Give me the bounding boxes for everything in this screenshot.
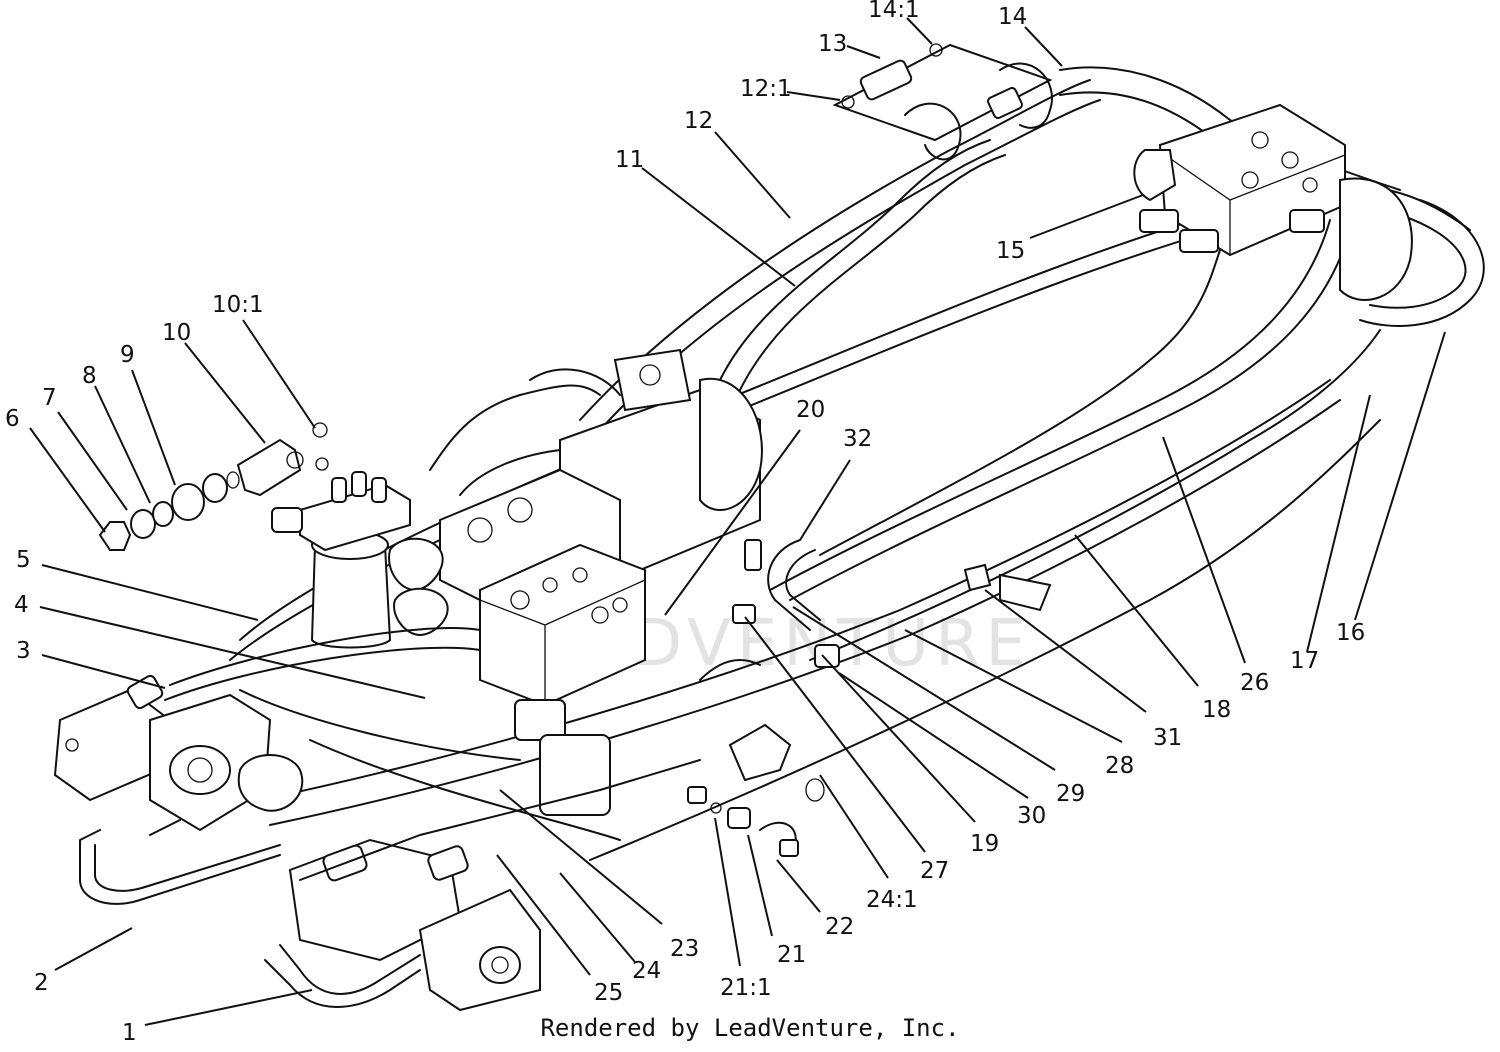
hydraulic-line-12 (579, 79, 1101, 431)
callout-5: 5 (16, 547, 31, 573)
callout-20: 20 (796, 397, 825, 423)
callout-9: 9 (120, 342, 135, 368)
hydraulic-line-28 (809, 329, 1381, 661)
callout-21-1: 21:1 (720, 975, 772, 1001)
render-credit: Rendered by LeadVenture, Inc. (540, 1014, 960, 1042)
callout-16: 16 (1336, 620, 1365, 646)
callout-7: 7 (42, 385, 57, 411)
callout-18: 18 (1202, 697, 1231, 723)
valve-manifold-right (1133, 103, 1413, 301)
callout-17: 17 (1290, 648, 1319, 674)
motor-assembly-bottom (288, 838, 541, 1012)
callout-3: 3 (16, 638, 31, 664)
callout-30: 30 (1017, 803, 1046, 829)
callout-4: 4 (14, 592, 29, 618)
fittings-bottom (687, 723, 825, 857)
callout-31: 31 (1153, 725, 1182, 751)
callout-6: 6 (5, 406, 20, 432)
callout-12: 12 (684, 108, 713, 134)
callout-22: 22 (825, 914, 854, 940)
callout-14-1: 14:1 (868, 0, 920, 23)
callout-27: 27 (920, 858, 949, 884)
tube-loop-1-2 (79, 759, 701, 1008)
callout-23: 23 (670, 936, 699, 962)
return-tubes-3-4-5 (164, 627, 621, 841)
callout-32: 32 (843, 426, 872, 452)
frame-tube-lower (259, 379, 1381, 861)
callout-13: 13 (818, 31, 847, 57)
callout-8: 8 (82, 363, 97, 389)
callout-10-1: 10:1 (212, 292, 264, 318)
callout-15: 15 (996, 238, 1025, 264)
hydraulic-line-11 (719, 139, 1006, 391)
callout-26: 26 (1240, 670, 1269, 696)
fittings-mid-right (699, 539, 1052, 681)
callout-28: 28 (1105, 753, 1134, 779)
callout-25: 25 (594, 980, 623, 1006)
bulkhead-bracket (832, 43, 1053, 161)
callout-10: 10 (162, 320, 191, 346)
hydraulic-line-18-26 (769, 219, 1351, 601)
callout-2: 2 (34, 970, 49, 996)
callout-labels: 1 2 3 4 5 6 7 8 9 10 10:1 11 12 12:1 13 … (5, 0, 1365, 1046)
nut-9 (171, 483, 205, 521)
nut-6 (98, 521, 132, 551)
filter-assembly (271, 471, 449, 649)
fitting-10 (236, 438, 302, 497)
callout-19: 19 (970, 831, 999, 857)
callout-11: 11 (615, 147, 644, 173)
seal-9 (202, 473, 228, 503)
motor-assembly-left (53, 674, 304, 832)
washer-8 (152, 501, 174, 527)
hydraulic-line-16 (1359, 199, 1485, 327)
callout-21: 21 (777, 942, 806, 968)
callout-24-1: 24:1 (866, 887, 918, 913)
callout-14: 14 (998, 4, 1027, 30)
callout-12-1: 12:1 (740, 76, 792, 102)
washer-7 (130, 509, 156, 539)
fitting-exploded-stack (98, 422, 329, 551)
control-valve-block (479, 543, 646, 816)
callout-24: 24 (632, 958, 661, 984)
callout-29: 29 (1056, 781, 1085, 807)
pump-assembly-center (429, 348, 763, 612)
leader-lines (29, 17, 1446, 1026)
callout-1: 1 (122, 1020, 137, 1046)
